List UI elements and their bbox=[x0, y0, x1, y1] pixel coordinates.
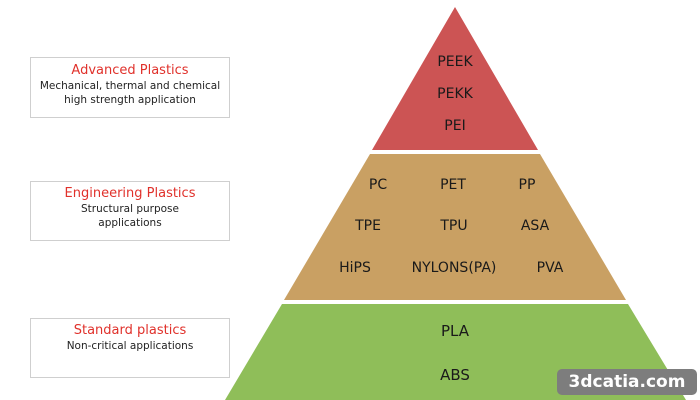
engineering-tier-shape bbox=[284, 154, 626, 300]
standard-plastics-description: Non-critical applications bbox=[66, 340, 194, 352]
engineering-plastics-title: Engineering Plastics bbox=[64, 186, 196, 201]
engineering-plastics-description-line2: applications bbox=[98, 217, 162, 229]
engineering-plastics-label: Engineering Plastics Structural purpose … bbox=[30, 181, 230, 241]
watermark-badge: 3dcatia.com bbox=[557, 369, 697, 395]
advanced-plastics-label: Advanced Plastics Mechanical, thermal an… bbox=[30, 57, 230, 118]
engineering-plastics-description-line1: Structural purpose bbox=[81, 203, 179, 215]
material-abs: ABS bbox=[440, 366, 470, 384]
material-pva: PVA bbox=[537, 260, 564, 276]
material-hips: HiPS bbox=[339, 260, 371, 276]
material-nylons: NYLONS(PA) bbox=[412, 260, 497, 276]
advanced-plastics-description-line1: Mechanical, thermal and chemical bbox=[39, 80, 221, 92]
material-pekk: PEKK bbox=[437, 86, 473, 102]
advanced-plastics-title: Advanced Plastics bbox=[71, 63, 189, 78]
material-tpu: TPU bbox=[439, 218, 467, 234]
material-pla: PLA bbox=[441, 322, 470, 340]
standard-plastics-label: Standard plastics Non-critical applicati… bbox=[30, 318, 230, 378]
material-tpe: TPE bbox=[354, 218, 381, 234]
material-pet: PET bbox=[440, 177, 466, 193]
material-pei: PEI bbox=[444, 118, 465, 134]
material-peek: PEEK bbox=[437, 54, 473, 70]
material-pp: PP bbox=[519, 177, 536, 193]
material-pc: PC bbox=[369, 177, 387, 193]
material-asa: ASA bbox=[521, 218, 550, 234]
advanced-plastics-description-line2: high strength application bbox=[64, 94, 196, 106]
advanced-tier-shape bbox=[372, 7, 538, 150]
standard-plastics-title: Standard plastics bbox=[73, 323, 187, 338]
